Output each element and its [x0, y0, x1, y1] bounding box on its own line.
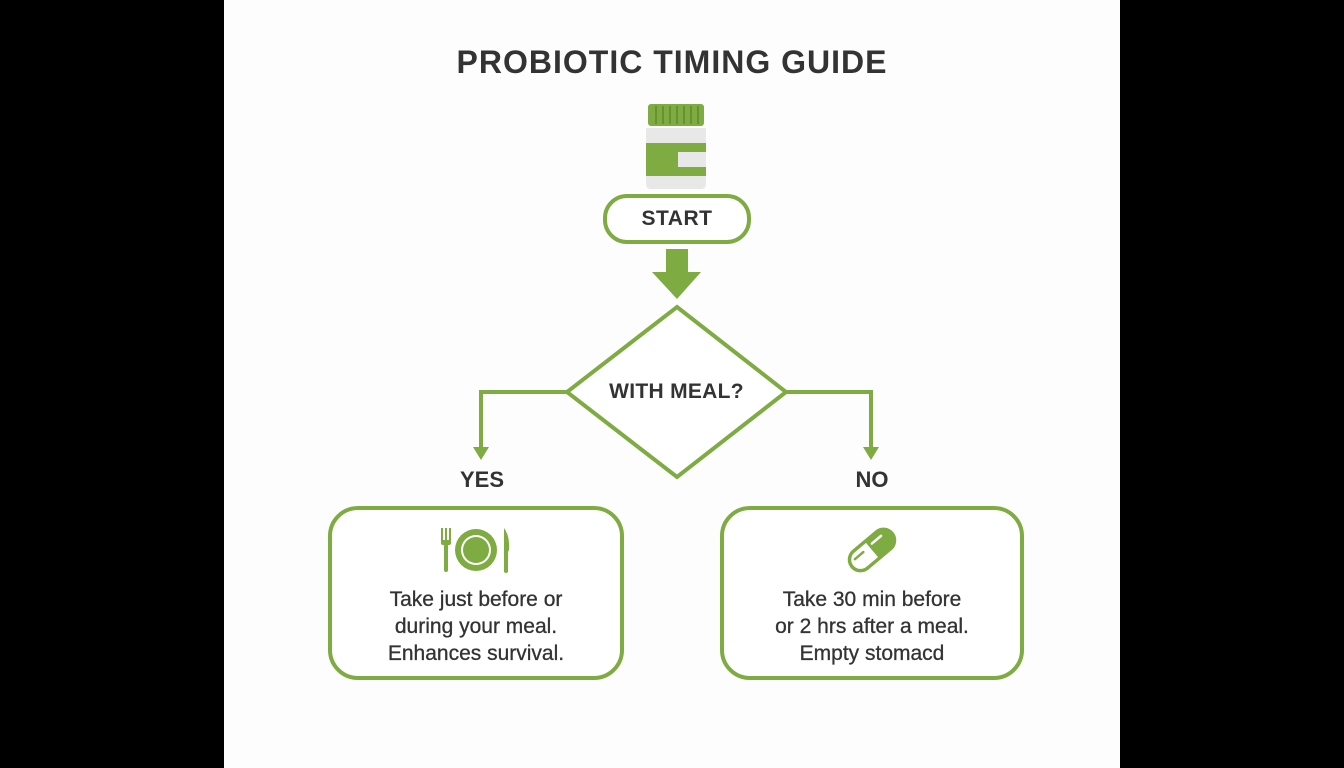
no-result-card: Take 30 min before or 2 hrs after a meal… — [720, 506, 1024, 680]
fork-plate-knife-icon — [438, 526, 514, 579]
yes-result-card: Take just before or during your meal. En… — [328, 506, 624, 680]
yes-branch-arrow — [473, 390, 567, 460]
instruction-line: or 2 hrs after a meal. — [775, 615, 969, 638]
instruction-line: Take 30 min before — [782, 588, 962, 611]
no-branch-label: NO — [855, 467, 889, 492]
decision-diamond — [563, 304, 790, 480]
instruction-line: Take just before or — [389, 588, 563, 611]
yes-instructions: Take just before or during your meal. En… — [332, 586, 620, 667]
capsule-pill-icon — [842, 522, 902, 583]
start-label: START — [641, 207, 713, 230]
instruction-line: Enhances survival. — [387, 642, 565, 665]
no-branch-arrow — [786, 390, 879, 460]
page-title: PROBIOTIC TIMING GUIDE — [456, 44, 888, 80]
no-instructions: Take 30 min before or 2 hrs after a meal… — [724, 586, 1020, 667]
yes-branch-label: YES — [459, 467, 505, 492]
down-arrow-icon — [652, 249, 701, 299]
start-node: START — [603, 194, 751, 244]
instruction-line: Empty stomacd — [799, 642, 945, 665]
probiotic-bottle-icon — [646, 104, 706, 189]
decision-label: WITH MEAL? — [609, 380, 744, 403]
instruction-line: during your meal. — [394, 615, 558, 638]
